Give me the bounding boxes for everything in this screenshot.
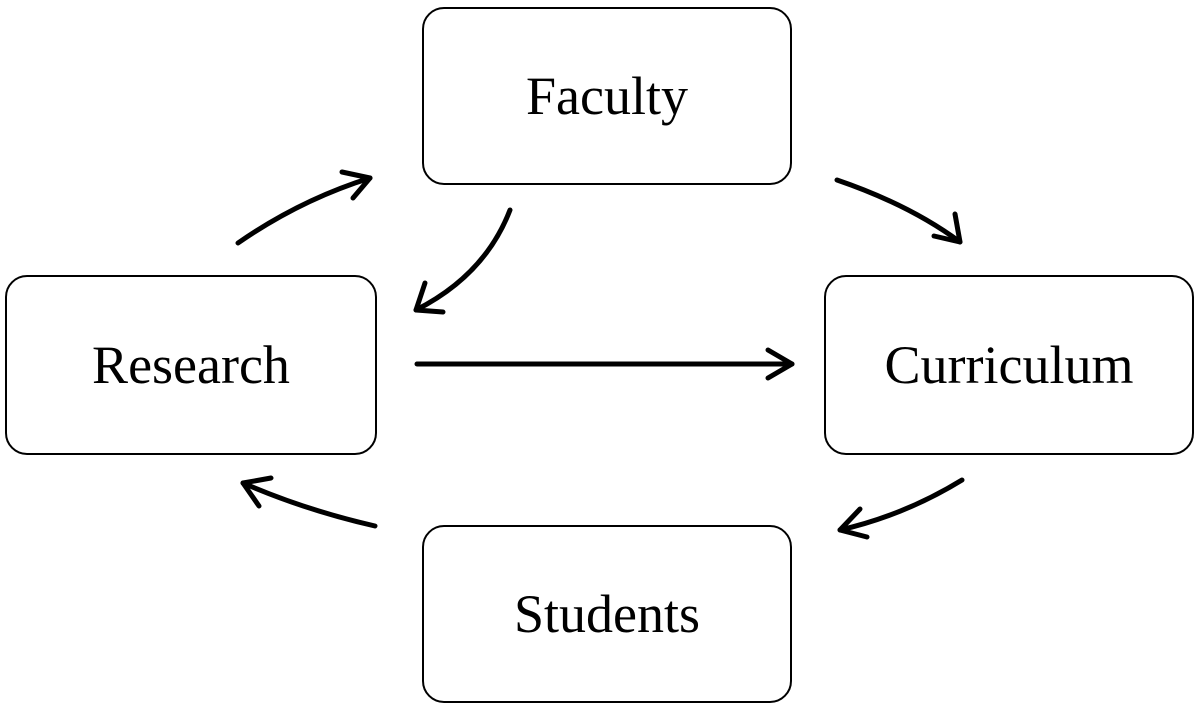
node-students: Students bbox=[422, 525, 792, 703]
node-faculty: Faculty bbox=[422, 7, 792, 185]
arrow-curriculum-to-students bbox=[837, 477, 965, 540]
node-label-curriculum: Curriculum bbox=[884, 335, 1134, 395]
arrow-faculty-to-research bbox=[413, 207, 513, 315]
node-label-research: Research bbox=[92, 335, 290, 395]
node-label-faculty: Faculty bbox=[526, 66, 688, 126]
node-curriculum: Curriculum bbox=[824, 275, 1194, 455]
arrow-faculty-to-curriculum bbox=[834, 177, 963, 245]
arrow-students-to-research bbox=[240, 475, 378, 529]
node-label-students: Students bbox=[513, 584, 701, 644]
arrow-research-to-faculty bbox=[235, 169, 373, 246]
arrow-research-to-curriculum bbox=[414, 347, 795, 381]
node-research: Research bbox=[5, 275, 377, 455]
